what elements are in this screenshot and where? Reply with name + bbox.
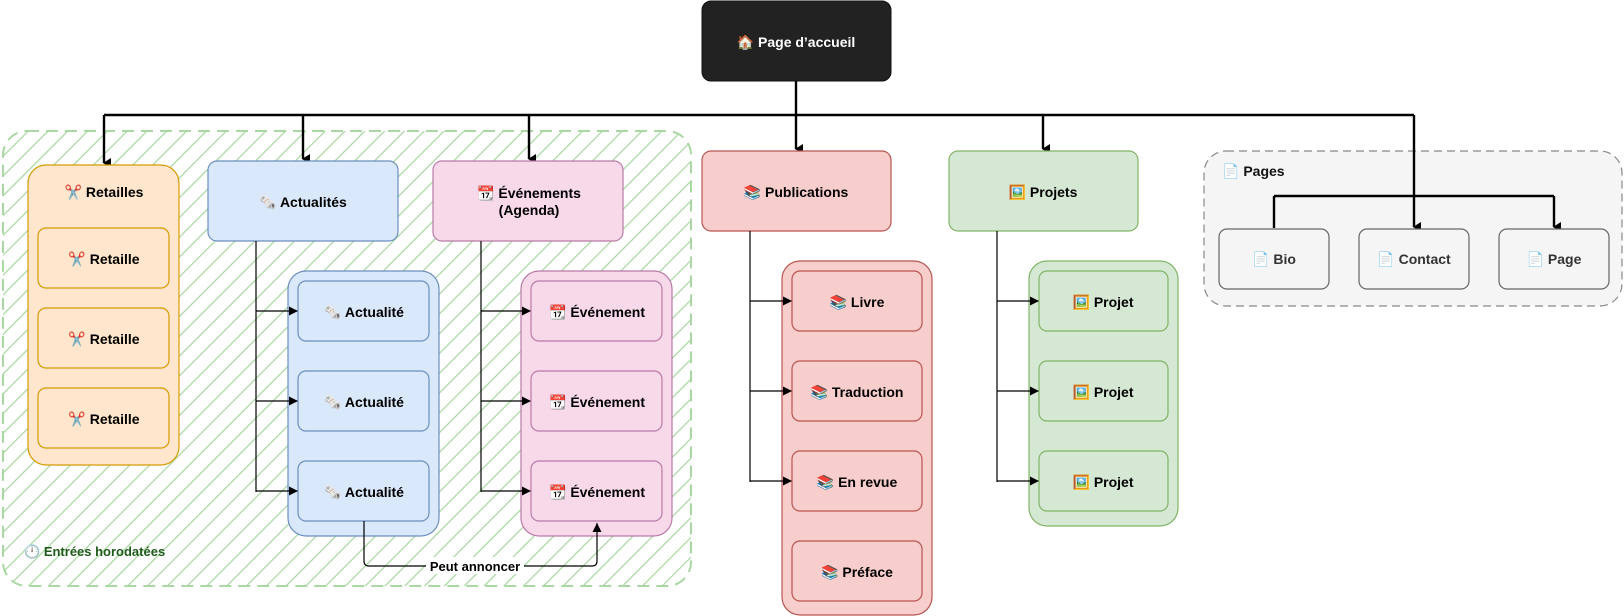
scissors-icon: ✂️	[68, 330, 86, 348]
newspaper-icon: 🗞️	[324, 484, 342, 501]
newspaper-icon: 🗞️	[324, 394, 342, 411]
svg-text:📆 Événement: 📆 Événement	[549, 484, 645, 501]
scissors-icon: ✂️	[65, 183, 83, 201]
svg-text:📄 Page: 📄 Page	[1527, 251, 1582, 268]
framed-picture-icon: 🖼️	[1072, 294, 1089, 311]
page-node-contact[interactable]: 📄 Contact	[1358, 228, 1470, 290]
actualite-node[interactable]: 🗞️ Actualité	[297, 370, 430, 432]
publication-node[interactable]: 📚 Livre	[791, 270, 923, 332]
evenements-connectors	[480, 241, 531, 496]
pages-group-label: 📄 Pages	[1222, 163, 1285, 180]
publication-node[interactable]: 📚 Préface	[791, 540, 923, 602]
publications-list-container	[781, 260, 933, 616]
svg-text:📄 Bio: 📄 Bio	[1252, 251, 1296, 268]
calendar-icon: 📆	[549, 484, 566, 501]
framed-picture-icon: 🖼️	[1072, 384, 1089, 401]
actualites-node[interactable]: 🗞️ Actualités	[207, 160, 399, 242]
svg-text:✂️ Retaille: ✂️ Retaille	[68, 410, 139, 428]
framed-picture-icon: 🖼️	[1072, 474, 1089, 491]
pages-connectors	[1272, 194, 1561, 232]
publication-node[interactable]: 📚 Traduction	[791, 360, 923, 422]
evenement-node[interactable]: 📆 Événement	[530, 370, 663, 432]
svg-text:📚 Publications: 📚 Publications	[744, 184, 849, 201]
books-icon: 📚	[744, 184, 761, 201]
projet-node[interactable]: 🖼️ Projet	[1038, 450, 1169, 512]
svg-text:(Agenda): (Agenda)	[499, 202, 560, 218]
calendar-icon: 📆	[549, 394, 566, 411]
projets-node[interactable]: 🖼️ Projets	[948, 150, 1139, 232]
announce-edge: Peut annoncer	[363, 521, 602, 574]
svg-text:✂️ Retaille: ✂️ Retaille	[68, 250, 139, 268]
books-icon: 📚	[811, 384, 828, 401]
document-icon: 📄	[1377, 251, 1394, 268]
page-node-bio[interactable]: 📄 Bio	[1218, 228, 1330, 290]
books-icon: 📚	[817, 474, 834, 491]
retaille-node[interactable]: ✂️ Retaille	[37, 387, 170, 449]
svg-text:📚 En revue: 📚 En revue	[817, 474, 898, 491]
home-icon: 🏠	[737, 34, 754, 51]
framed-picture-icon: 🖼️	[1009, 184, 1026, 201]
home-connectors	[102, 81, 1421, 232]
actualite-node[interactable]: 🗞️ Actualité	[297, 280, 430, 342]
svg-text:📆 Événements: 📆 Événements	[477, 185, 581, 202]
page-node-page[interactable]: 📄 Page	[1498, 228, 1610, 290]
document-icon: 📄	[1252, 251, 1269, 268]
svg-text:✂️ Retaille: ✂️ Retaille	[68, 330, 139, 348]
svg-text:🖼️ Projet: 🖼️ Projet	[1072, 294, 1133, 311]
svg-text:📚 Livre: 📚 Livre	[830, 294, 885, 311]
timestamped-zone-label: 🕛 Entrées horodatées	[24, 544, 165, 559]
announce-edge-label: Peut annoncer	[430, 559, 520, 574]
actualite-node[interactable]: 🗞️ Actualité	[297, 460, 430, 522]
svg-text:🖼️ Projet: 🖼️ Projet	[1072, 384, 1133, 401]
retaille-node[interactable]: ✂️ Retaille	[37, 307, 170, 369]
scissors-icon: ✂️	[68, 250, 86, 268]
projet-node[interactable]: 🖼️ Projet	[1038, 270, 1169, 332]
projets-connectors	[996, 231, 1039, 486]
svg-text:📆 Événement: 📆 Événement	[549, 394, 645, 411]
svg-text:🗞️ Actualité: 🗞️ Actualité	[324, 484, 404, 501]
books-icon: 📚	[821, 564, 838, 581]
svg-text:📚 Traduction: 📚 Traduction	[811, 384, 904, 401]
projet-node[interactable]: 🖼️ Projet	[1038, 360, 1169, 422]
home-node[interactable]: 🏠 Page d’accueil	[701, 0, 892, 82]
scissors-icon: ✂️	[68, 410, 86, 428]
svg-text:🖼️ Projet: 🖼️ Projet	[1072, 474, 1133, 491]
svg-text:🏠 Page d’accueil: 🏠 Page d’accueil	[737, 34, 856, 51]
retaille-node[interactable]: ✂️ Retaille	[37, 227, 170, 289]
evenement-node[interactable]: 📆 Événement	[530, 460, 663, 522]
svg-text:🖼️ Projets: 🖼️ Projets	[1009, 184, 1078, 201]
evenements-node[interactable]: 📆 Événements (Agenda)	[432, 160, 624, 242]
svg-text:📚 Préface: 📚 Préface	[821, 564, 893, 581]
svg-text:🗞️ Actualités: 🗞️ Actualités	[259, 194, 347, 211]
calendar-icon: 📆	[477, 185, 494, 202]
books-icon: 📚	[830, 294, 847, 311]
publication-node[interactable]: 📚 En revue	[791, 450, 923, 512]
svg-text:✂️ Retailles: ✂️ Retailles	[65, 183, 144, 201]
actualites-connectors	[255, 241, 298, 496]
svg-text:📆 Événement: 📆 Événement	[549, 304, 645, 321]
evenement-node[interactable]: 📆 Événement	[530, 280, 663, 342]
calendar-icon: 📆	[549, 304, 566, 321]
document-icon: 📄	[1527, 251, 1544, 268]
newspaper-icon: 🗞️	[259, 194, 277, 211]
svg-text:📄 Contact: 📄 Contact	[1377, 251, 1451, 268]
svg-text:🗞️ Actualité: 🗞️ Actualité	[324, 304, 404, 321]
publications-node[interactable]: 📚 Publications	[701, 150, 892, 232]
publications-connectors	[749, 231, 792, 486]
svg-text:🗞️ Actualité: 🗞️ Actualité	[324, 394, 404, 411]
newspaper-icon: 🗞️	[324, 304, 342, 321]
